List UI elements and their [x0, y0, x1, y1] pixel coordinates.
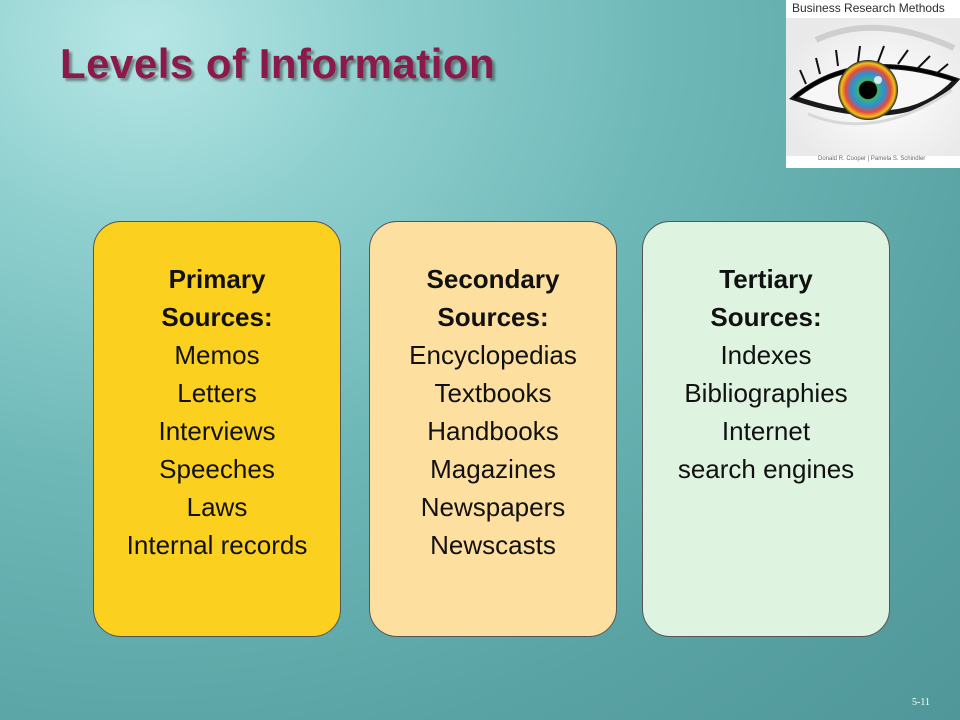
- list-item: Internal records: [126, 530, 308, 560]
- card-heading: Sources:: [161, 302, 273, 332]
- list-item: Textbooks: [434, 378, 552, 408]
- book-cover-image: Business Research Methods Do: [786, 0, 960, 168]
- slide-title: Levels of Information: [60, 40, 496, 87]
- list-item: Laws: [186, 492, 248, 522]
- list-item: Interviews: [158, 416, 276, 446]
- card-heading: Sources:: [437, 302, 549, 332]
- book-authors: Donald R. Cooper | Pamela S. Schindler: [818, 156, 926, 162]
- list-item: search engines: [677, 454, 855, 484]
- primary-sources-card: Primary Sources: Memos Letters Interview…: [93, 221, 341, 637]
- book-title: Business Research Methods: [792, 1, 945, 15]
- list-item: Memos: [174, 340, 260, 370]
- list-item: Bibliographies: [684, 378, 848, 408]
- slide-number: 5-11: [912, 697, 930, 708]
- list-item: Encyclopedias: [409, 340, 577, 370]
- list-item: Letters: [177, 378, 257, 408]
- card-heading: Sources:: [710, 302, 822, 332]
- card-heading: Tertiary: [719, 264, 813, 294]
- list-item: Newspapers: [420, 492, 566, 522]
- tertiary-sources-card: Tertiary Sources: Indexes Bibliographies…: [642, 221, 890, 637]
- secondary-sources-card: Secondary Sources: Encyclopedias Textboo…: [369, 221, 617, 637]
- list-item: Magazines: [430, 454, 556, 484]
- list-item: Newscasts: [430, 530, 556, 560]
- card-heading: Secondary: [426, 264, 560, 294]
- list-item: Handbooks: [427, 416, 559, 446]
- list-item: Speeches: [159, 454, 275, 484]
- list-item: Indexes: [720, 340, 812, 370]
- eye-icon: [786, 18, 960, 156]
- list-item: Internet: [721, 416, 811, 446]
- card-heading: Primary: [168, 264, 266, 294]
